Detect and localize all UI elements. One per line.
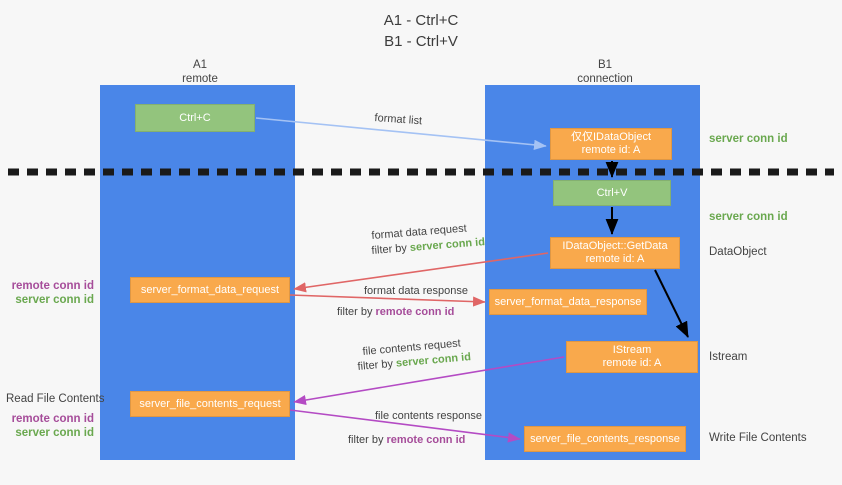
filter-value-remote-conn-id: remote conn id <box>386 434 466 446</box>
node-idataobject-getdata[interactable]: IDataObject::GetData remote id: A <box>550 237 680 269</box>
arrow-label-format-list: format list <box>374 111 423 128</box>
filter-prefix: filter by <box>371 241 411 257</box>
node-server-format-data-response-label: server_format_data_response <box>494 295 642 308</box>
diagram-title: A1 - Ctrl+C B1 - Ctrl+V <box>0 10 842 52</box>
column-b1-sub: connection <box>577 73 633 85</box>
label-read-file-contents: Read File Contents <box>6 393 105 405</box>
arrow-label-format-data-response: format data response <box>364 285 468 297</box>
title-line-1: A1 - Ctrl+C <box>383 12 459 29</box>
node-server-file-contents-request-label: server_file_contents_request <box>139 397 281 410</box>
node-idataobject-line1: 仅仅IDataObject <box>570 131 652 143</box>
node-ctrl-v[interactable]: Ctrl+V <box>553 180 671 206</box>
node-ctrl-v-label: Ctrl+V <box>596 186 628 199</box>
label-left-conn-ids-top: remote conn id server conn id <box>6 279 94 307</box>
node-server-format-data-request[interactable]: server_format_data_request <box>130 277 290 303</box>
node-getdata-line1: IDataObject::GetData <box>562 240 668 252</box>
label-remote-conn-id-bottom: remote conn id <box>11 413 94 425</box>
arrow-label-file-contents-response-filter: filter by remote conn id <box>348 433 465 448</box>
label-write-file-contents: Write File Contents <box>709 432 807 444</box>
filter-value-remote-conn-id: remote conn id <box>375 306 455 318</box>
label-server-conn-id-second: server conn id <box>709 211 788 223</box>
node-server-file-contents-response[interactable]: server_file_contents_response <box>524 426 686 452</box>
column-header-a1: A1 remote <box>140 58 260 86</box>
node-getdata-line2: remote id: A <box>585 253 645 265</box>
node-server-format-data-request-label: server_format_data_request <box>140 283 280 296</box>
node-istream-line1: IStream <box>612 344 652 356</box>
node-idataobject-line2: remote id: A <box>581 144 641 156</box>
label-left-conn-ids-bottom: remote conn id server conn id <box>6 412 94 440</box>
node-idataobject[interactable]: 仅仅IDataObject remote id: A <box>550 128 672 160</box>
node-istream[interactable]: IStream remote id: A <box>566 341 698 373</box>
node-server-file-contents-response-label: server_file_contents_response <box>530 432 680 445</box>
label-dataobject: DataObject <box>709 246 767 258</box>
column-a1-name: A1 <box>192 59 208 71</box>
node-istream-line2: remote id: A <box>602 357 662 369</box>
filter-prefix: filter by <box>348 434 387 446</box>
label-remote-conn-id-top: remote conn id <box>11 280 94 292</box>
title-line-2: B1 - Ctrl+V <box>384 33 458 50</box>
column-header-b1: B1 connection <box>540 58 670 86</box>
node-server-file-contents-request[interactable]: server_file_contents_request <box>130 391 290 417</box>
label-server-conn-id-left-bottom: server conn id <box>15 427 94 439</box>
label-server-conn-id-top: server conn id <box>709 133 788 145</box>
column-b1-name: B1 <box>597 59 613 71</box>
label-server-conn-id-left-top: server conn id <box>15 294 94 306</box>
node-ctrl-c[interactable]: Ctrl+C <box>135 104 255 132</box>
node-ctrl-c-label: Ctrl+C <box>179 111 211 124</box>
column-a1-sub: remote <box>182 73 218 85</box>
arrow-label-file-contents-response: file contents response <box>375 410 483 422</box>
label-istream: Istream <box>709 351 748 363</box>
node-server-format-data-response[interactable]: server_format_data_response <box>489 289 647 315</box>
filter-prefix: filter by <box>337 306 376 318</box>
filter-prefix: filter by <box>357 357 397 373</box>
arrow-label-format-data-response-filter: filter by remote conn id <box>337 305 454 320</box>
